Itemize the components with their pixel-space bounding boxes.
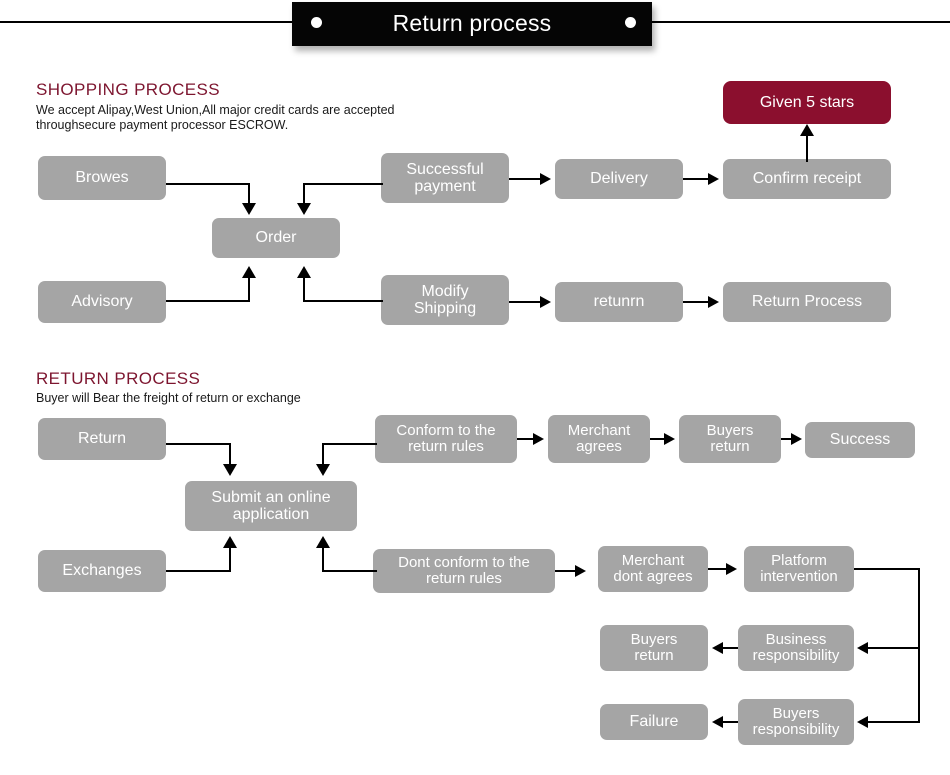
bullet-dot-left-icon [311, 17, 322, 28]
node-platform-intervention[interactable]: Platform intervention [744, 546, 854, 592]
connector-buyersresp-to-failure-line [722, 721, 738, 723]
connector-advisory-h-line [166, 300, 250, 302]
connector-buyersreturn-to-success-line [781, 438, 793, 440]
node-retunrn[interactable]: retunrn [555, 282, 683, 322]
node-submit-online-application[interactable]: Submit an online application [185, 481, 357, 531]
node-failure[interactable]: Failure [600, 704, 708, 740]
connector-dontconform-v-line [322, 547, 324, 572]
node-buyers-return-bottom[interactable]: Buyers return [600, 625, 708, 671]
node-success[interactable]: Success [805, 422, 915, 458]
return-process-heading: RETURN PROCESS [36, 369, 201, 388]
connector-buyersreturn-to-success-arrow [791, 433, 802, 445]
connector-advisory-up-arrow [242, 266, 256, 278]
return-process-subtext: Buyer will Bear the freight of return or… [36, 391, 301, 405]
node-modify-shipping[interactable]: Modify Shipping [381, 275, 509, 325]
connector-modify-to-retunrn-line [509, 301, 543, 303]
connector-payment-to-delivery-arrow [540, 173, 551, 185]
node-dont-conform-to-return-rules[interactable]: Dont conform to the return rules [373, 549, 555, 593]
connector-right-bus-v-line [918, 568, 920, 723]
connector-browes-to-order-arrow [242, 203, 256, 215]
connector-bus-to-business-arrow [857, 642, 868, 654]
connector-exchanges-v-line [229, 547, 231, 572]
connector-confirm-to-stars-line [806, 130, 808, 162]
connector-modify-h-line [303, 300, 383, 302]
node-browes[interactable]: Browes [38, 156, 166, 200]
connector-delivery-to-confirm-line [683, 178, 711, 180]
node-merchant-agrees[interactable]: Merchant agrees [548, 415, 650, 463]
page-title: Return process [392, 9, 552, 36]
connector-merchant-to-buyersreturn-arrow [664, 433, 675, 445]
connector-merchant-to-buyersreturn-line [650, 438, 666, 440]
connector-conform-to-merchant-line [517, 438, 535, 440]
connector-merchdont-to-platform-line [708, 568, 728, 570]
connector-payment-to-delivery-line [509, 178, 543, 180]
connector-exchanges-h-line [166, 570, 231, 572]
shopping-process-subtext: We accept Alipay,West Union,All major cr… [36, 103, 395, 132]
connector-platform-bus-h-line [854, 568, 920, 570]
connector-dontconform-h-line [322, 570, 377, 572]
connector-dontconform-to-merchdont-line [555, 570, 577, 572]
connector-return-to-submit-arrow [223, 464, 237, 476]
connector-return-v-line [229, 443, 231, 468]
connector-modify-up-arrow [297, 266, 311, 278]
node-return[interactable]: Return [38, 418, 166, 460]
connector-browes-v-line [248, 183, 250, 207]
node-merchant-dont-agrees[interactable]: Merchant dont agrees [598, 546, 708, 592]
connector-conform-to-submit-arrow [316, 464, 330, 476]
connector-conform-to-merchant-arrow [533, 433, 544, 445]
connector-modify-v-line [303, 277, 305, 302]
node-return-process[interactable]: Return Process [723, 282, 891, 322]
connector-bus-to-buyersresp-arrow [857, 716, 868, 728]
connector-conform-h-line [322, 443, 377, 445]
connector-payment-h-line [303, 183, 383, 185]
title-banner: Return process [292, 2, 652, 46]
node-delivery[interactable]: Delivery [555, 159, 683, 199]
connector-conform-v-line [322, 443, 324, 468]
connector-buyersresp-to-failure-arrow [712, 716, 723, 728]
bullet-dot-right-icon [625, 17, 636, 28]
connector-retunrn-to-returnprocess-arrow [708, 296, 719, 308]
connector-bus-to-buyersresp-line [868, 721, 920, 723]
node-business-responsibility[interactable]: Business responsibility [738, 625, 854, 671]
connector-bus-to-business-line [868, 647, 920, 649]
connector-dontconform-up-arrow [316, 536, 330, 548]
node-confirm-receipt[interactable]: Confirm receipt [723, 159, 891, 199]
connector-browes-h-line [166, 183, 250, 185]
connector-delivery-to-confirm-arrow [708, 173, 719, 185]
shopping-process-heading: SHOPPING PROCESS [36, 80, 220, 99]
node-exchanges[interactable]: Exchanges [38, 550, 166, 592]
node-successful-payment[interactable]: Successful payment [381, 153, 509, 203]
connector-payment-v-line [303, 183, 305, 207]
connector-payment-to-order-arrow [297, 203, 311, 215]
node-advisory[interactable]: Advisory [38, 281, 166, 323]
connector-confirm-to-stars-arrow [800, 124, 814, 136]
connector-merchdont-to-platform-arrow [726, 563, 737, 575]
connector-advisory-v-line [248, 277, 250, 302]
node-buyers-responsibility[interactable]: Buyers responsibility [738, 699, 854, 745]
connector-modify-to-retunrn-arrow [540, 296, 551, 308]
connector-retunrn-to-returnprocess-line [683, 301, 711, 303]
connector-return-h-line [166, 443, 231, 445]
node-order[interactable]: Order [212, 218, 340, 258]
node-buyers-return-top[interactable]: Buyers return [679, 415, 781, 463]
connector-business-to-buyersreturn-line [722, 647, 738, 649]
node-given-5-stars[interactable]: Given 5 stars [723, 81, 891, 124]
connector-exchanges-up-arrow [223, 536, 237, 548]
connector-business-to-buyersreturn-arrow [712, 642, 723, 654]
connector-dontconform-to-merchdont-arrow [575, 565, 586, 577]
node-conform-to-return-rules[interactable]: Conform to the return rules [375, 415, 517, 463]
